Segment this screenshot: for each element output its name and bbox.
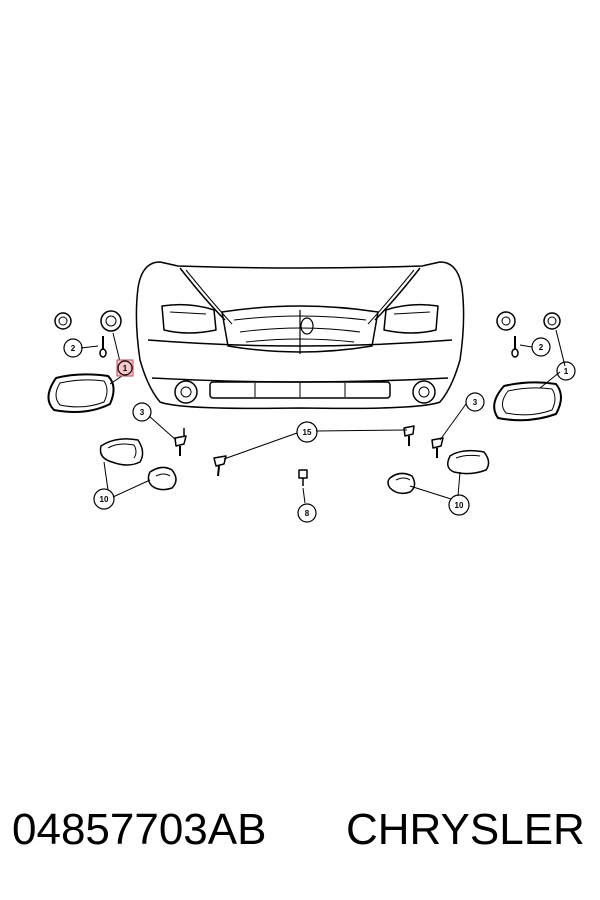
- callout-10-right: 10: [455, 501, 464, 510]
- callout-8: 8: [305, 509, 310, 518]
- callout-15: 15: [303, 428, 312, 437]
- callout-10-left: 10: [100, 495, 109, 504]
- screw-right: [511, 336, 519, 358]
- callout-3-right: 3: [473, 398, 478, 407]
- bumper-parts-diagram: 1 1 2 2 3 3 15 8 10 10: [47, 261, 576, 523]
- trim-bezel-right-lower: [387, 472, 416, 495]
- front-bumper-fascia: [135, 261, 465, 410]
- fog-lamp-bezel-left: [47, 373, 115, 413]
- trim-bezel-left-upper: [99, 438, 144, 466]
- clip-left: [213, 455, 227, 477]
- trim-bezel-right-upper: [447, 449, 490, 475]
- retainer-clip: [298, 469, 308, 486]
- push-pin-right: [431, 437, 444, 458]
- callout-3-left: 3: [140, 408, 145, 417]
- leader-lines: [80, 329, 566, 504]
- push-pin-left: [174, 428, 187, 456]
- washer-left: [54, 310, 122, 332]
- washer-right: [496, 311, 561, 331]
- callout-2-left: 2: [71, 344, 76, 353]
- callout-circles: [63, 337, 576, 523]
- part-number-label: 04857703AB: [12, 805, 267, 854]
- brand-label: CHRYSLER: [346, 805, 585, 854]
- screw-left: [99, 336, 107, 358]
- fog-lamp-bezel-right: [493, 381, 562, 422]
- trim-bezel-left-lower: [147, 466, 177, 491]
- callout-1-left: 1: [123, 364, 128, 373]
- clip-right: [403, 425, 415, 446]
- callout-2-right: 2: [539, 343, 544, 352]
- callout-1-right: 1: [564, 367, 569, 376]
